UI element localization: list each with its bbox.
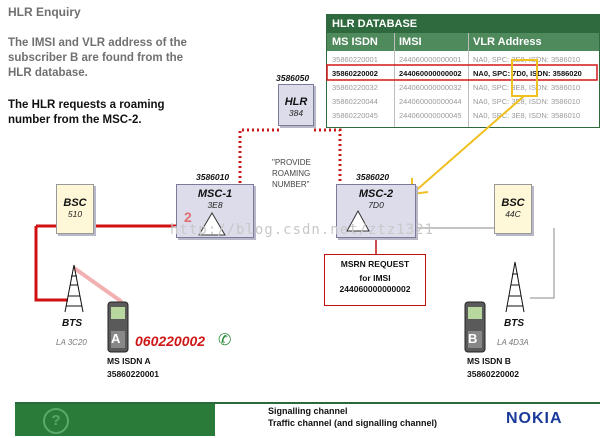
- hlr-node: HLR 384: [278, 84, 314, 126]
- footer-green-panel: ?: [15, 404, 215, 436]
- table-row-highlighted: 35860220002 244060000000002 NA0, SPC: 7D…: [332, 69, 582, 78]
- vlr-spc-highlight: [511, 59, 538, 97]
- table-row: 35860220044 244060000000044 NA0, SPC: 3E…: [332, 97, 581, 106]
- description-paragraph-bold: The HLR requests a roaming number from t…: [8, 99, 165, 126]
- help-icon[interactable]: ?: [43, 408, 69, 434]
- legend-signalling-label: Signalling channel: [268, 406, 348, 416]
- msrn-request-title: MSRN REQUEST: [340, 259, 410, 269]
- ms-a-number: 35860220001: [107, 369, 160, 379]
- hlr-address: 3586050: [276, 73, 310, 83]
- legend-traffic-label: Traffic channel (and signalling channel): [268, 418, 438, 428]
- hlr-code: 384: [288, 108, 304, 118]
- msc2-code: 7D0: [368, 200, 384, 210]
- bts-right-label: BTS: [504, 318, 524, 329]
- table-row: 35860220045 244060000000045 NA0, SPC: 3E…: [332, 111, 581, 120]
- mobile-phone-b-icon: [464, 301, 486, 353]
- bsc-right-code: 44C: [505, 209, 521, 219]
- msc1-address: 3586010: [196, 172, 230, 182]
- bts-left-label: BTS: [62, 318, 82, 329]
- mobile-a-letter: A: [111, 331, 121, 346]
- page-title: HLR Enquiry: [8, 5, 81, 19]
- hlr-database-header-row: MS ISDN IMSI VLR Address: [327, 33, 599, 51]
- bsc-left-node: BSC 510: [56, 184, 94, 234]
- bts-left-la: LA 3C20: [56, 338, 87, 347]
- bsc-left-code: 510: [67, 209, 83, 219]
- bsc-right-node: BSC 44C: [494, 184, 532, 234]
- dialed-number: 060220002: [135, 333, 206, 349]
- msc1-node: MSC-1 3E8 2: [176, 184, 254, 238]
- ms-b-label: MS ISDN B: [467, 356, 511, 366]
- watermark: http://blog.csdn.net/ztz1321: [170, 222, 435, 238]
- ms-b-number: 35860220002: [467, 369, 520, 379]
- hlr-name: HLR: [284, 96, 308, 108]
- msrn-request-for: for IMSI: [359, 273, 391, 283]
- msc2-node: MSC-2 7D0: [336, 184, 416, 238]
- hlr-database-table: HLR DATABASE MS ISDN IMSI VLR Address 35…: [326, 14, 600, 128]
- bsc-right-name: BSC: [501, 197, 525, 209]
- lookup-arrow: [411, 95, 525, 195]
- provide-roaming-number-label: "PROVIDE ROAMING NUMBER": [272, 158, 311, 189]
- nokia-logo: NOKIA: [506, 410, 563, 427]
- column-header-imsi: IMSI: [399, 36, 422, 48]
- msc2-address: 3586020: [356, 172, 390, 182]
- msrn-request-imsi: 244060000000002: [339, 284, 411, 294]
- highlight-row-frame: [326, 64, 598, 81]
- link-bsc-bts: [530, 228, 555, 299]
- radio-link-a: [72, 266, 124, 304]
- description-paragraph: The IMSI and VLR address of the subscrib…: [8, 37, 187, 79]
- column-header-vlr: VLR Address: [473, 36, 542, 48]
- bsc-left-name: BSC: [63, 197, 87, 209]
- bts-tower-left: [64, 264, 84, 313]
- msc1-step-badge: 2: [184, 209, 192, 225]
- msc1-code: 3E8: [207, 200, 223, 210]
- mobile-b-letter: B: [468, 331, 478, 346]
- ms-a-label: MS ISDN A: [107, 356, 151, 366]
- column-header-msisdn: MS ISDN: [332, 36, 378, 48]
- table-row: 35860220032 244060000000032 NA0, SPC: 3E…: [332, 83, 581, 92]
- mobile-phone-a-icon: [107, 301, 129, 353]
- bts-right-la: LA 4D3A: [497, 338, 529, 347]
- msc2-switch-icon: [346, 209, 370, 232]
- bts-tower-right: [505, 261, 525, 313]
- phone-call-icon: ✆: [218, 332, 232, 349]
- traffic-bsc-bts: [34, 226, 68, 302]
- msc2-name: MSC-2: [358, 188, 394, 200]
- hlr-database-title: HLR DATABASE: [327, 15, 599, 33]
- msrn-request-box: MSRN REQUEST for IMSI 244060000000002: [324, 254, 426, 306]
- msc1-switch-icon: [198, 212, 226, 236]
- msc1-name: MSC-1: [197, 188, 233, 200]
